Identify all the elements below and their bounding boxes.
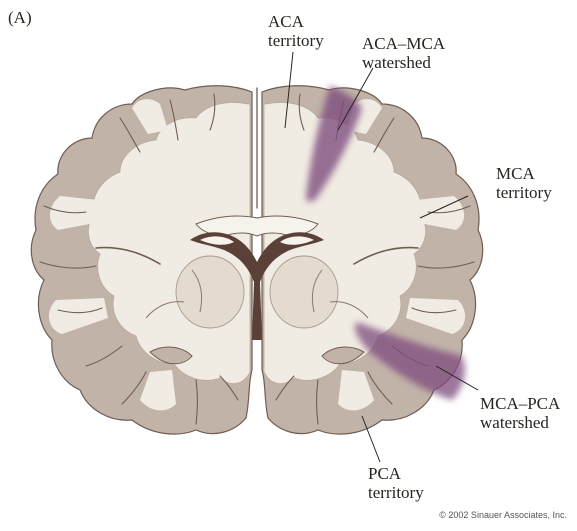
aca-mca-watershed-label: ACA–MCA watershed	[362, 34, 445, 72]
aca-label-line2: territory	[268, 31, 324, 50]
mca-pca-watershed-zone	[354, 322, 465, 400]
aca-mca-watershed-zone	[306, 86, 362, 202]
mca-pca-label-line2: watershed	[480, 413, 549, 432]
leader-lines	[284, 51, 479, 463]
mca-territory-label: MCA territory	[496, 164, 552, 202]
mca-label-line2: territory	[496, 183, 552, 202]
pca-territory-label: PCA territory	[368, 464, 424, 502]
aca-mca-label-line1: ACA–MCA	[362, 34, 446, 53]
ventricles	[190, 215, 324, 340]
mca-pca-watershed-label: MCA–PCA watershed	[480, 394, 560, 432]
pca-label-line1: PCA	[368, 464, 402, 483]
aca-label-line1: ACA	[268, 12, 304, 31]
aca-mca-label-line2: watershed	[362, 53, 431, 72]
watershed-zones	[306, 86, 465, 400]
mca-label-line1: MCA	[496, 164, 535, 183]
pca-label-line2: territory	[368, 483, 424, 502]
copyright-notice: © 2002 Sinauer Associates, Inc.	[439, 510, 567, 520]
mca-pca-label-line1: MCA–PCA	[480, 394, 561, 413]
aca-territory-label: ACA territory	[268, 12, 324, 50]
deep-nuclei	[145, 255, 369, 365]
panel-label: (A)	[8, 8, 32, 27]
